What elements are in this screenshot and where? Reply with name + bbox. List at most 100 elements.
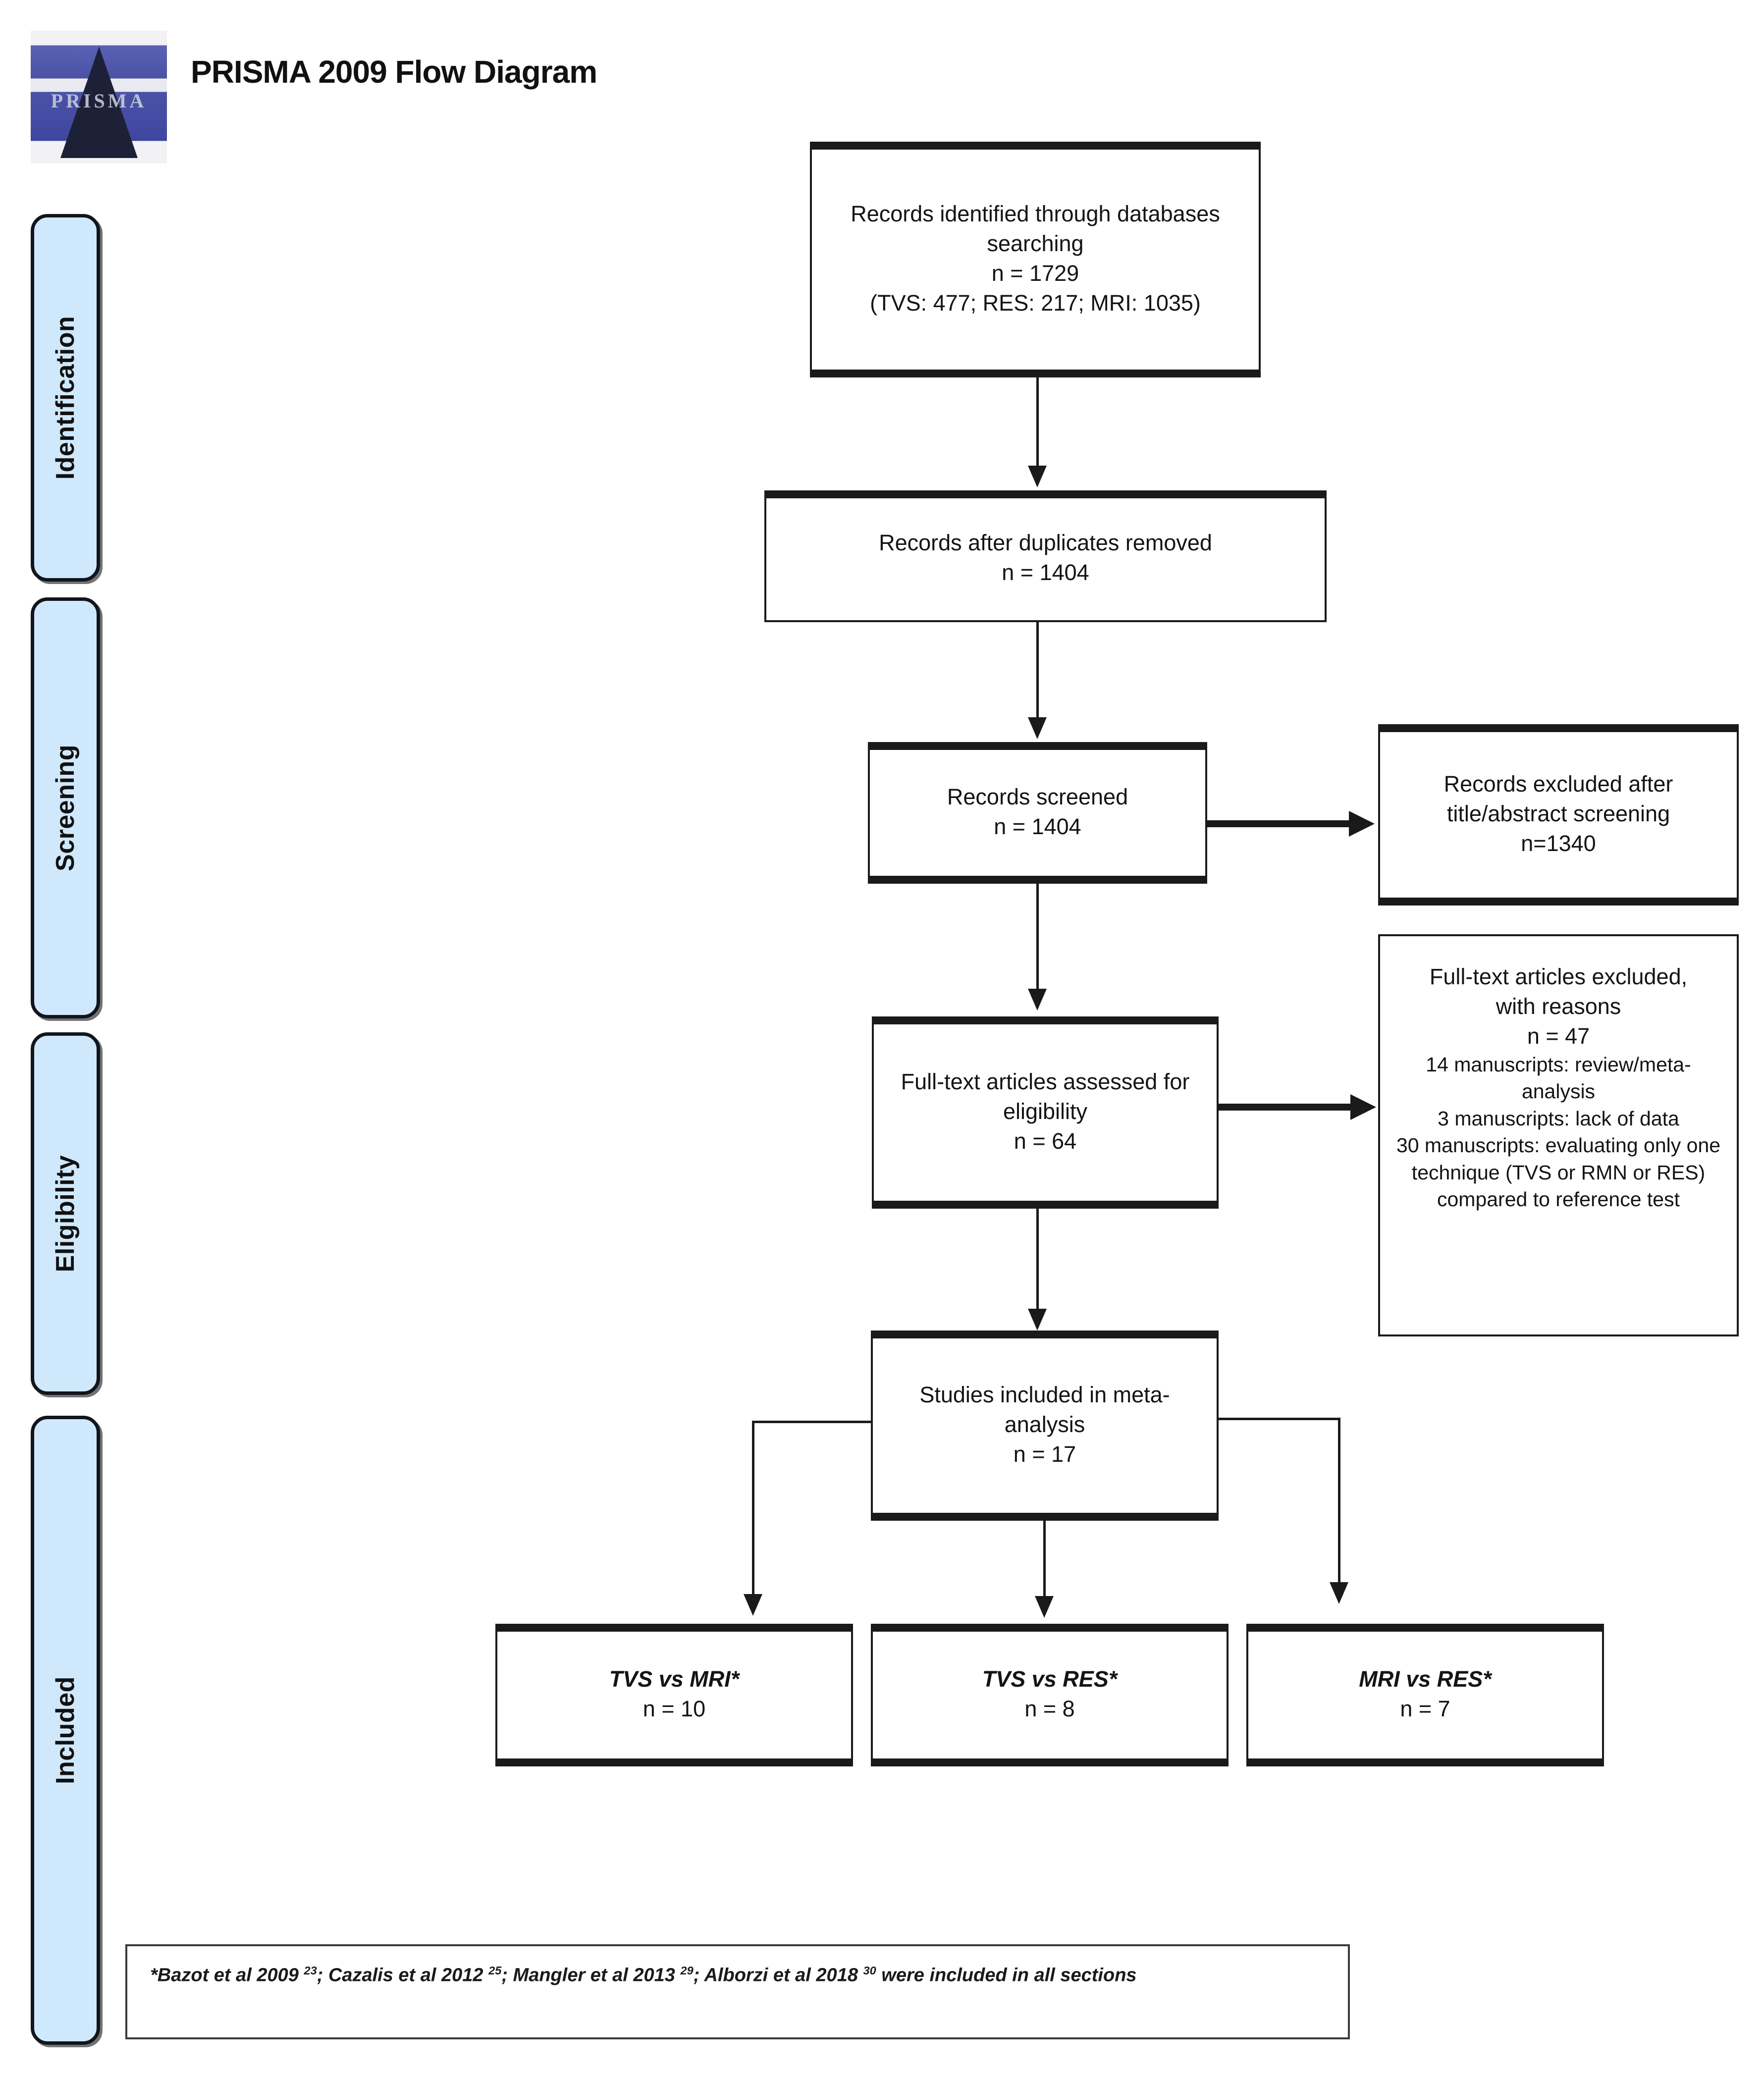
stage-tab-screening-label: Screening [51, 745, 80, 871]
arrow-included-to-mri-res-icon [1330, 1582, 1348, 1604]
box-top-shadow-7 [871, 1331, 1219, 1338]
stage-tab-identification: Identification [31, 214, 100, 582]
tvs-vs-mri-label: TVS vs MRI* [609, 1666, 740, 1692]
box-records-identified: Records identified through databases sea… [810, 145, 1261, 373]
connector-identified-to-duplicates [1036, 373, 1039, 470]
included-meta-line-2: analysis [1004, 1412, 1085, 1438]
arrow-identified-to-duplicates-icon [1028, 466, 1047, 487]
arrow-screened-to-fulltext-icon [1028, 989, 1047, 1011]
box-top-shadow-5 [872, 1016, 1219, 1024]
connector-included-right-horizontal [1218, 1418, 1340, 1420]
connector-included-left-horizontal [752, 1421, 873, 1423]
connector-screened-to-fulltext [1036, 879, 1039, 993]
box-top-shadow-a [495, 1624, 853, 1632]
records-identified-line-1: Records identified through databases [851, 201, 1220, 227]
box-duplicates-removed: Records after duplicates removed n = 140… [764, 493, 1327, 622]
box-fulltext-excluded-reasons-text: Full-text articles excluded, with reason… [1388, 936, 1729, 1213]
excluded-screening-line-1: Records excluded after [1443, 771, 1673, 797]
box-top-shadow-c [1246, 1624, 1604, 1632]
duplicates-removed-count: n = 1404 [1002, 560, 1089, 585]
box-bottom-shadow-5 [872, 1201, 1219, 1209]
footnote-ref-4-superscript: 30 [863, 1964, 876, 1977]
footnote-sep-1: ; [317, 1965, 328, 1986]
mri-vs-res-label: MRI vs RES* [1359, 1666, 1492, 1692]
arrow-duplicates-to-screened-icon [1028, 717, 1047, 739]
box-studies-included-meta-text: Studies included in meta- analysis n = 1… [910, 1380, 1178, 1469]
box-tvs-vs-mri-text: TVS vs MRI* n = 10 [600, 1664, 748, 1724]
records-identified-breakdown: (TVS: 477; RES: 217; MRI: 1035) [870, 290, 1201, 316]
connector-included-right-vertical [1338, 1418, 1340, 1586]
box-tvs-vs-mri: TVS vs MRI* n = 10 [495, 1627, 853, 1761]
footnote-box: *Bazot et al 2009 23; Cazalis et al 2012… [125, 1944, 1350, 2039]
box-bottom-shadow-c [1246, 1758, 1604, 1766]
fulltext-excluded-reason-1b: analysis [1521, 1080, 1596, 1103]
records-identified-line-2: searching [987, 231, 1084, 257]
fulltext-excluded-reason-2: 3 manuscripts: lack of data [1438, 1107, 1679, 1130]
footnote-ref-2: Cazalis et al 2012 [328, 1965, 489, 1986]
connector-duplicates-to-screened [1036, 622, 1039, 721]
footnote-sep-3: ; [693, 1965, 704, 1986]
fulltext-assessed-line-2: eligibility [1003, 1099, 1088, 1124]
records-screened-line-1: Records screened [947, 784, 1128, 810]
box-fulltext-assessed-text: Full-text articles assessed for eligibil… [892, 1067, 1199, 1156]
box-bottom-shadow-b [871, 1758, 1229, 1766]
box-studies-included-meta: Studies included in meta- analysis n = 1… [871, 1333, 1219, 1516]
included-meta-count: n = 17 [1013, 1441, 1076, 1467]
stage-tab-included-label: Included [51, 1676, 80, 1784]
stage-tab-eligibility-label: Eligibility [51, 1155, 80, 1273]
footnote-sep-2: ; [501, 1965, 513, 1986]
box-top-shadow-3 [868, 742, 1207, 750]
records-identified-count: n = 1729 [991, 261, 1079, 286]
records-screened-count: n = 1404 [994, 814, 1081, 839]
footnote-ref-1: Bazot et al 2009 [157, 1965, 304, 1986]
stage-tab-eligibility: Eligibility [31, 1032, 100, 1395]
arrow-fulltext-to-excluded-icon [1350, 1094, 1376, 1120]
footnote-ref-2-superscript: 25 [488, 1964, 502, 1977]
footnote-text: *Bazot et al 2009 23; Cazalis et al 2012… [127, 1946, 1137, 1986]
fulltext-excluded-count: n = 47 [1527, 1023, 1590, 1049]
connector-included-left-vertical [752, 1421, 754, 1598]
fulltext-excluded-reason-3a: 30 manuscripts: evaluating only one [1396, 1134, 1721, 1157]
stage-tab-included: Included [31, 1416, 100, 2045]
box-duplicates-removed-text: Records after duplicates removed n = 140… [870, 528, 1221, 587]
fulltext-excluded-line-1: Full-text articles excluded, [1429, 964, 1688, 989]
box-fulltext-assessed: Full-text articles assessed for eligibil… [872, 1019, 1219, 1204]
box-bottom-shadow-a [495, 1758, 853, 1766]
box-tvs-vs-res: TVS vs RES* n = 8 [871, 1627, 1229, 1761]
connector-included-center-vertical [1043, 1516, 1046, 1600]
footnote-asterisk: * [150, 1965, 158, 1986]
box-records-identified-text: Records identified through databases sea… [842, 199, 1229, 318]
fulltext-assessed-count: n = 64 [1014, 1128, 1077, 1154]
footnote-ref-1-superscript: 23 [304, 1964, 317, 1977]
fulltext-excluded-line-2: with reasons [1496, 993, 1621, 1019]
box-top-shadow-2 [764, 490, 1327, 498]
box-fulltext-excluded-reasons: Full-text articles excluded, with reason… [1378, 934, 1739, 1336]
box-bottom-shadow-1 [810, 370, 1261, 377]
arrow-screened-to-excluded-icon [1349, 811, 1375, 837]
box-mri-vs-res: MRI vs RES* n = 7 [1246, 1627, 1604, 1761]
stage-tab-identification-label: Identification [51, 316, 80, 480]
arrow-fulltext-to-included-icon [1028, 1309, 1047, 1331]
excluded-screening-count: n=1340 [1521, 830, 1596, 856]
stage-tab-screening: Screening [31, 597, 100, 1018]
footnote-ref-3: Mangler et al 2013 [513, 1965, 681, 1986]
duplicates-removed-line-1: Records after duplicates removed [879, 530, 1212, 556]
arrow-included-to-tvs-mri-icon [744, 1594, 762, 1616]
box-bottom-shadow-4 [1378, 898, 1739, 905]
box-top-shadow-1 [810, 142, 1261, 150]
box-top-shadow-b [871, 1624, 1229, 1632]
mri-vs-res-count: n = 7 [1400, 1696, 1450, 1721]
fulltext-excluded-reason-3c: compared to reference test [1437, 1188, 1680, 1211]
connector-screened-to-excluded [1207, 820, 1351, 827]
prisma-pyramid-logo-icon: PRISMA [31, 31, 167, 163]
pyramid-shape-icon [60, 47, 138, 159]
fulltext-excluded-reason-3b: technique (TVS or RMN or RES) [1411, 1161, 1706, 1184]
footnote-ref-3-superscript: 29 [680, 1964, 694, 1977]
excluded-screening-line-2: title/abstract screening [1446, 801, 1670, 827]
arrow-included-to-tvs-res-icon [1035, 1596, 1054, 1618]
connector-fulltext-to-included [1036, 1204, 1039, 1313]
logo-wordmark: PRISMA [51, 89, 147, 112]
box-mri-vs-res-text: MRI vs RES* n = 7 [1350, 1664, 1500, 1724]
fulltext-excluded-reason-1a: 14 manuscripts: review/meta- [1426, 1053, 1691, 1076]
